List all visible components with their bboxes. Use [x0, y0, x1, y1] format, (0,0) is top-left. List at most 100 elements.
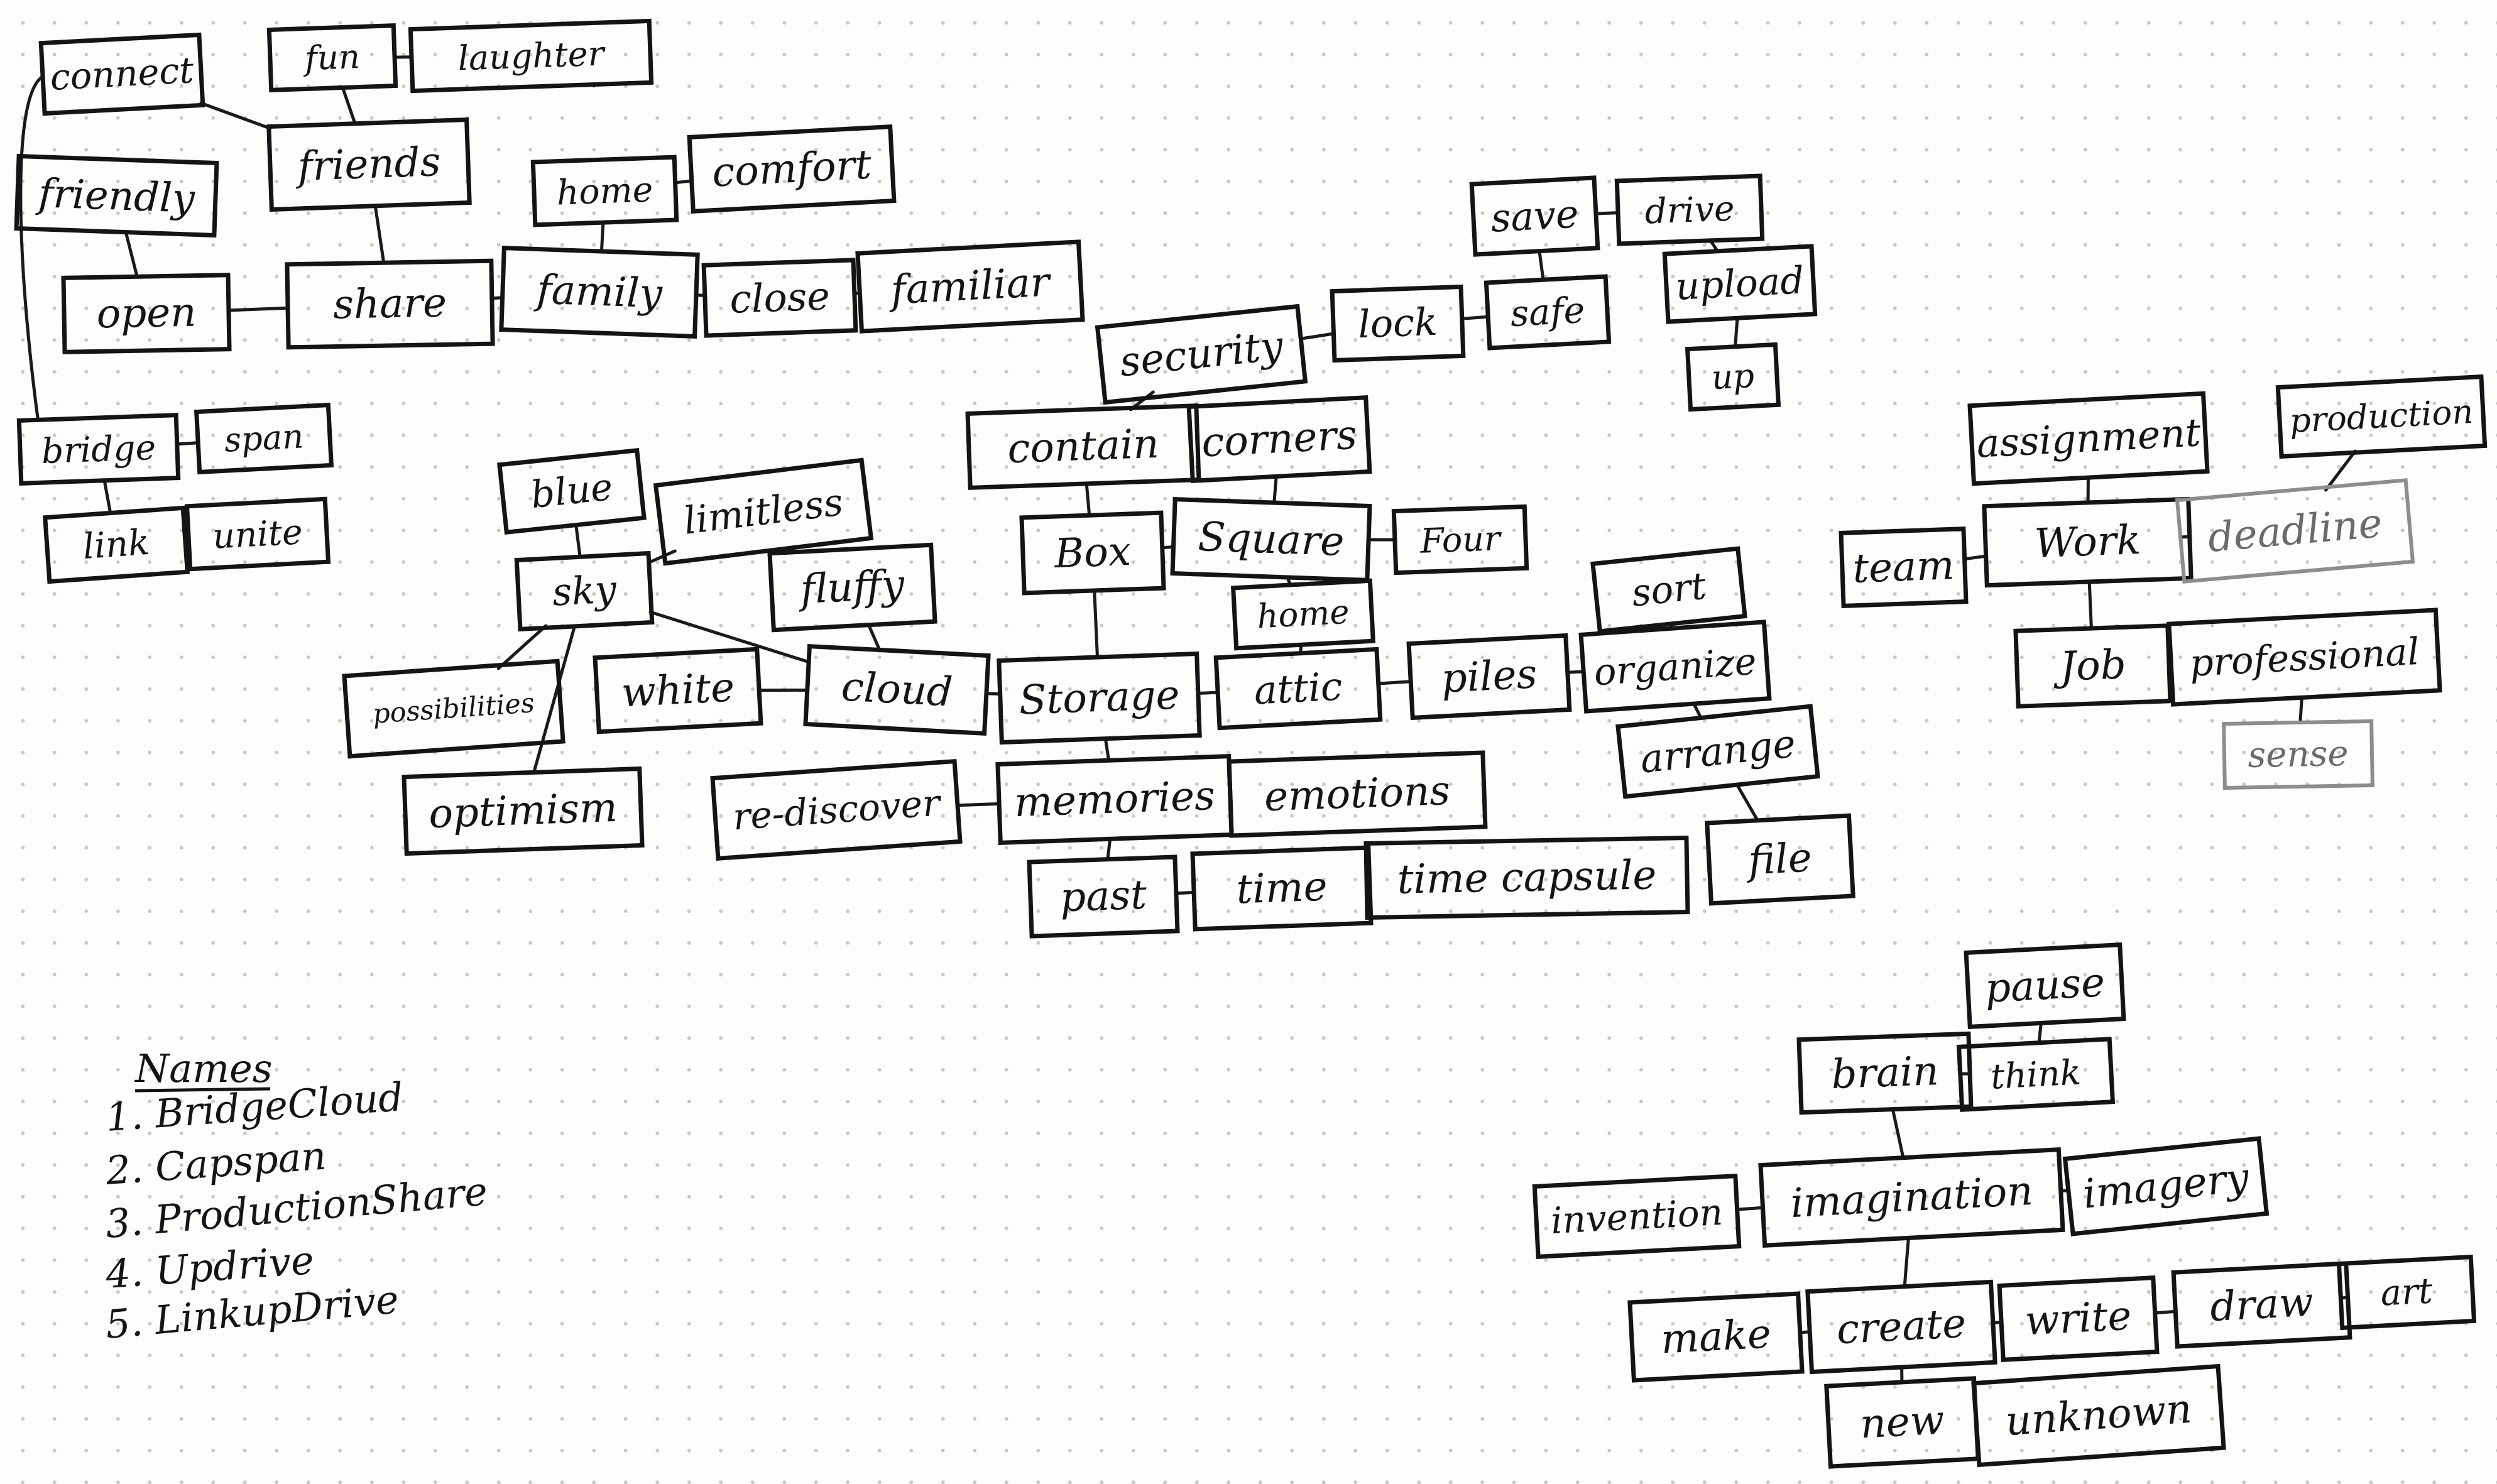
link-invention-imagination	[1735, 1206, 1764, 1211]
word-node-imagination: imagination	[1758, 1147, 2065, 1248]
word-box	[1758, 1147, 2065, 1248]
word-label: family	[533, 266, 664, 317]
link-brain-imagination	[1891, 1108, 1905, 1159]
link-home1-family	[599, 221, 605, 253]
link-storage-attic	[1196, 690, 1220, 695]
word-box	[1662, 244, 1818, 324]
word-label: think	[1989, 1052, 2082, 1096]
word-label: lock	[1357, 300, 1438, 347]
word-node-timecapsule: time capsule	[1363, 835, 1690, 920]
word-label: share	[333, 280, 447, 328]
word-label: Work	[2034, 517, 2142, 567]
word-label: bridge	[41, 427, 156, 471]
word-label: connect	[49, 50, 195, 99]
word-node-team: team	[1839, 526, 1969, 608]
word-node-file: file	[1705, 813, 1855, 906]
word-box	[653, 457, 874, 566]
word-box	[1190, 845, 1374, 932]
word-box	[1956, 1037, 2116, 1112]
word-box	[1614, 173, 1765, 246]
word-node-fluffy: fluffy	[767, 542, 937, 633]
word-box	[1615, 704, 1820, 799]
word-label: sky	[551, 567, 618, 614]
word-label: art	[2380, 1270, 2434, 1314]
word-node-sky: sky	[514, 550, 655, 632]
word-node-close: close	[701, 258, 858, 338]
word-box	[1796, 1031, 1974, 1115]
word-node-emotions: emotions	[1227, 750, 1488, 838]
word-label: invention	[1549, 1191, 1724, 1242]
word-node-open: open	[61, 273, 232, 354]
word-box	[1590, 546, 1747, 634]
word-box	[1230, 578, 1376, 651]
word-label: home	[556, 169, 653, 212]
word-node-square: Square	[1170, 497, 1372, 582]
word-box	[1982, 496, 2194, 588]
word-node-box: Box	[1019, 510, 1166, 596]
word-label: memories	[1014, 773, 1216, 826]
word-node-unite: unite	[184, 496, 331, 572]
word-node-memories: memories	[995, 753, 1234, 846]
word-node-brain: brain	[1796, 1031, 1974, 1115]
word-box	[2062, 1136, 2270, 1236]
word-box	[687, 124, 897, 214]
word-node-pause: pause	[1964, 942, 2126, 1030]
word-node-unknown: unknown	[1971, 1363, 2226, 1468]
link-drive-upload	[1709, 239, 1718, 252]
word-node-save: save	[1469, 175, 1600, 257]
word-box	[14, 153, 219, 238]
word-label: Square	[1197, 514, 1345, 565]
word-node-cloud: cloud	[803, 643, 991, 736]
word-label: unite	[212, 511, 303, 556]
word-node-sort: sort	[1590, 546, 1747, 634]
word-node-share: share	[285, 258, 495, 350]
link-imagination-create	[1903, 1236, 1910, 1289]
word-node-connect: connect	[38, 32, 205, 116]
link-arrange-file	[1736, 785, 1759, 821]
word-node-organize: organize	[1578, 619, 1772, 714]
word-label: upload	[1675, 259, 1805, 309]
link-home1-comfort	[674, 179, 693, 185]
word-label: friends	[294, 139, 441, 190]
word-node-home2: home	[1230, 578, 1376, 651]
word-node-draw: draw	[2171, 1261, 2352, 1349]
word-box	[194, 402, 334, 475]
word-label: laughter	[457, 33, 607, 78]
word-node-safe: safe	[1483, 274, 1612, 351]
word-node-drive: drive	[1614, 173, 1765, 246]
word-label: piles	[1440, 651, 1538, 702]
word-node-professional: professional	[2166, 608, 2442, 707]
word-box	[61, 273, 232, 354]
link-sky-cloud	[648, 610, 809, 663]
link-fluffy-cloud	[867, 624, 882, 653]
link-security-lock	[1300, 332, 1335, 341]
word-box	[593, 647, 763, 734]
word-node-time: time	[1190, 845, 1374, 932]
word-node-imagery: imagery	[2062, 1136, 2270, 1236]
word-box	[184, 496, 331, 572]
word-box	[767, 542, 937, 633]
word-box	[855, 239, 1085, 334]
word-box	[530, 155, 679, 227]
link-rediscover-memories	[956, 802, 1001, 807]
word-box	[1964, 942, 2126, 1030]
link-open-share	[227, 306, 290, 312]
word-node-up: up	[1685, 342, 1781, 412]
link-sky-optimism	[532, 624, 577, 775]
link-pause-think	[2037, 1021, 2043, 1045]
word-box	[342, 658, 566, 759]
word-box	[803, 643, 991, 736]
word-node-link: link	[42, 505, 190, 584]
word-node-corners: corners	[1186, 395, 1372, 483]
word-node-invention: invention	[1532, 1174, 1742, 1259]
word-label: write	[2024, 1293, 2133, 1345]
word-node-past: past	[1027, 854, 1180, 939]
word-box	[2275, 374, 2488, 459]
word-node-comfort: comfort	[687, 124, 897, 214]
link-team-work	[1963, 554, 1987, 561]
word-label: brain	[1830, 1048, 1939, 1098]
link-memories-past	[1106, 837, 1112, 861]
word-node-bridge: bridge	[16, 413, 181, 486]
